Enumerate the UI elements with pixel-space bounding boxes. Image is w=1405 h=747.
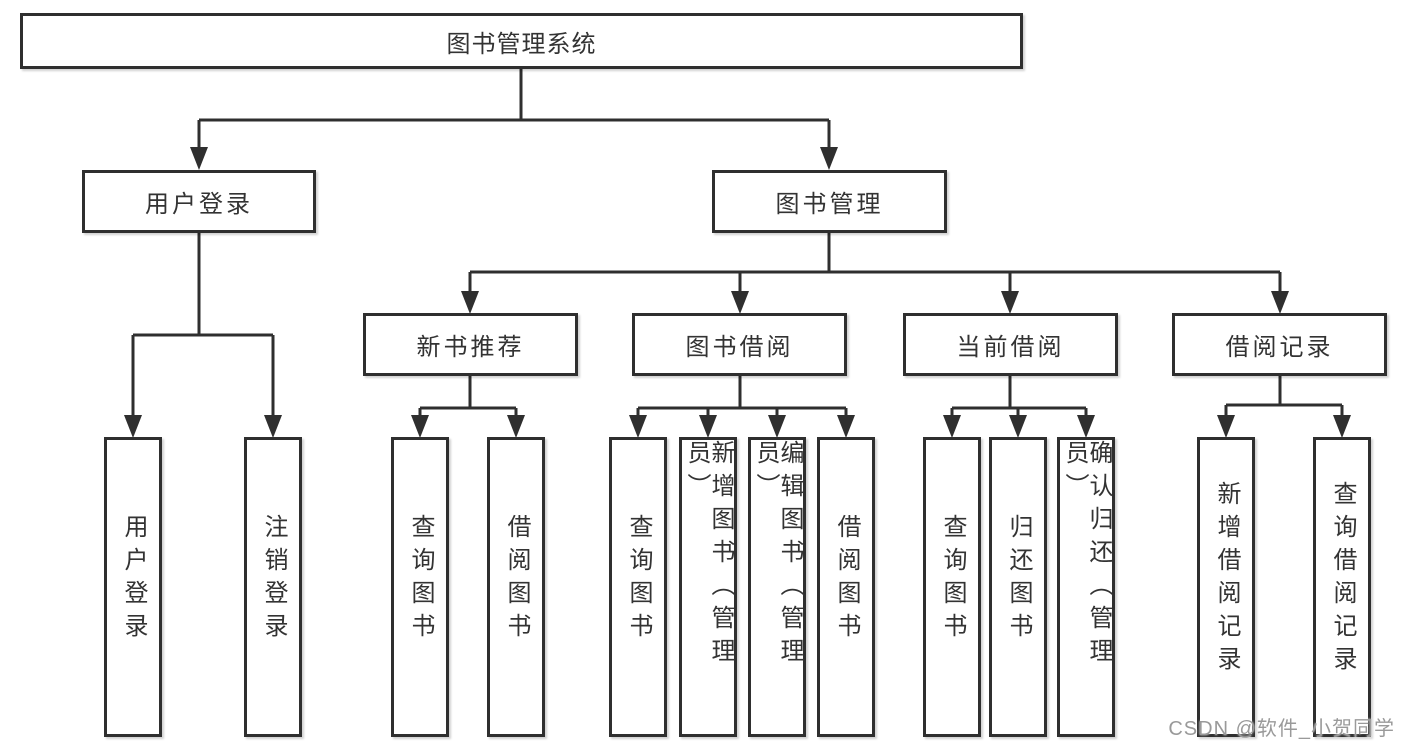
leaf-logout-label: 注销登录 [260,514,287,646]
leaf-query-books-recommend: 查询图书 [391,437,449,737]
leaf-confirm-return-admin: 确认归还（管理员） [1057,437,1115,737]
node-new-book-recommendation-label: 新书推荐 [416,334,525,361]
node-library-system-label: 图书管理系统 [446,30,597,58]
leaf-query-books-current-label: 查询图书 [939,514,966,646]
leaf-edit-book-admin: 编辑图书（管理员） [748,437,806,737]
leaf-return-books-label: 归还图书 [1005,514,1032,646]
leaf-query-borrow-record-label: 查询借阅记录 [1329,481,1356,679]
leaf-logout: 注销登录 [244,437,302,737]
node-borrowing-records: 借阅记录 [1172,313,1387,376]
node-book-borrowing: 图书借阅 [632,313,847,376]
node-library-system: 图书管理系统 [20,13,1023,69]
connector-arrowheads [124,147,1351,438]
leaf-confirm-return-admin-label: 确认归还（管理员） [1061,440,1112,671]
node-book-borrowing-label: 图书借阅 [685,334,794,361]
node-new-book-recommendation: 新书推荐 [363,313,578,376]
node-user-login-branch: 用户登录 [82,170,316,233]
node-current-borrowing-label: 当前借阅 [956,334,1065,361]
leaf-borrow-books-borrowing: 借阅图书 [817,437,875,737]
node-book-management-branch-label: 图书管理 [775,191,884,218]
leaf-add-borrow-record: 新增借阅记录 [1197,437,1255,737]
leaf-add-book-admin: 新增图书（管理员） [679,437,737,737]
csdn-watermark: CSDN @软件_小贺同学 [1168,718,1395,740]
node-user-login-branch-label: 用户登录 [145,191,253,218]
leaf-borrow-books-borrowing-label: 借阅图书 [833,514,860,646]
leaf-query-borrow-record: 查询借阅记录 [1313,437,1371,737]
leaf-query-books-borrowing-label: 查询图书 [625,514,652,646]
leaf-query-books-current: 查询图书 [923,437,981,737]
node-borrowing-records-label: 借阅记录 [1225,334,1334,361]
leaf-edit-book-admin-label: 编辑图书（管理员） [752,440,803,671]
leaf-query-books-recommend-label: 查询图书 [407,514,434,646]
node-current-borrowing: 当前借阅 [903,313,1118,376]
leaf-borrow-books-recommend: 借阅图书 [487,437,545,737]
node-book-management-branch: 图书管理 [712,170,947,233]
leaf-add-book-admin-label: 新增图书（管理员） [683,440,734,671]
leaf-borrow-books-recommend-label: 借阅图书 [503,514,530,646]
leaf-user-login: 用户登录 [104,437,162,737]
leaf-return-books: 归还图书 [989,437,1047,737]
leaf-add-borrow-record-label: 新增借阅记录 [1213,481,1240,679]
leaf-user-login-label: 用户登录 [120,514,147,646]
leaf-query-books-borrowing: 查询图书 [609,437,667,737]
